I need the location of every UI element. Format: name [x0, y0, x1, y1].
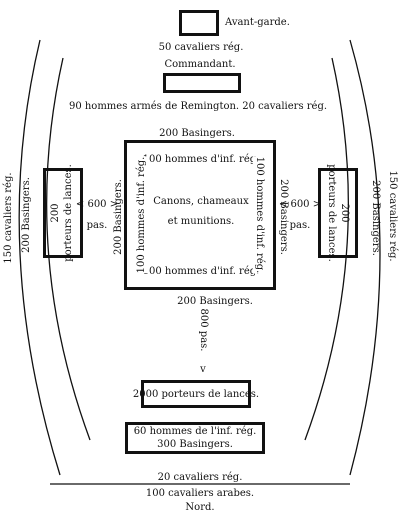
arrow-down: v: [200, 364, 206, 375]
inner-right-curve: [304, 57, 349, 441]
commandant-label: Commandant.: [164, 59, 236, 70]
inf-top: 100 hommes d'inf. rég.: [141, 154, 261, 166]
cav-rear: 20 cavaliers rég.: [157, 472, 243, 483]
commandant-box: [163, 73, 241, 93]
center-text: Canons, chameaux et munitions.: [150, 195, 252, 229]
dist-left-unit: pas.: [86, 220, 108, 231]
inf-bottom: 100 hommes d'inf. rég.: [141, 266, 261, 278]
basingers-outer-right: 200 Basingers.: [370, 180, 381, 256]
outer-right-curve: [349, 39, 381, 476]
dist-vertical: 800 pas.: [198, 308, 209, 352]
left-lancers-box: [43, 168, 83, 258]
dist-left: < 600 >: [75, 199, 119, 210]
right-lancers-box: [318, 168, 358, 258]
rear-lancers-label: 2000 porteurs de lances.: [132, 389, 260, 400]
cav-outer-right: 150 cavaliers rég.: [387, 170, 398, 262]
outer-left-curve: [18, 39, 61, 476]
avant-garde-box: [179, 10, 219, 36]
basingers-left-mid: 200 Basingers.: [113, 179, 124, 255]
basingers-outer-left: 200 Basingers.: [21, 177, 32, 253]
dist-right-unit: pas.: [289, 220, 311, 231]
basingers-top: 200 Basingers.: [159, 128, 235, 139]
inner-left-curve: [46, 57, 91, 441]
rear-basingers-label: 300 Basingers.: [157, 439, 233, 450]
dist-right: < 600 >: [278, 199, 322, 210]
avant-garde-label: Avant-garde.: [225, 17, 290, 28]
right-lancers-num: 200: [339, 203, 350, 223]
rear-inf-box: [125, 422, 265, 454]
left-lancers-num: 200: [50, 203, 61, 223]
center-line-1: Canons, chameaux: [153, 196, 249, 207]
cav-outer-left: 150 cavaliers rég.: [3, 172, 14, 264]
center-line-2: et munitions.: [167, 216, 235, 227]
rear-lancers-box: [141, 380, 251, 408]
rear-inf-label: 60 hommes de l'inf. rég.: [133, 426, 257, 437]
nord-label: Nord.: [185, 502, 215, 513]
right-lancers-text: porteurs de lances.: [326, 164, 337, 262]
left-lancers-text: porteurs de lances.: [63, 164, 74, 262]
outer-square: [124, 140, 276, 290]
basingers-bottom: 200 Basingers.: [177, 296, 253, 307]
avant-garde-sub: 50 cavaliers rég.: [158, 42, 244, 53]
basingers-right-mid: 200 Basingers.: [278, 179, 289, 255]
cav-arabes: 100 cavaliers arabes.: [145, 488, 255, 499]
inf-right: 100 hommes d'inf. rég.: [253, 156, 265, 274]
remington-label: 90 hommes armés de Remington. 20 cavalie…: [68, 101, 328, 112]
inf-left: 100 hommes d'inf. rég.: [136, 156, 148, 274]
